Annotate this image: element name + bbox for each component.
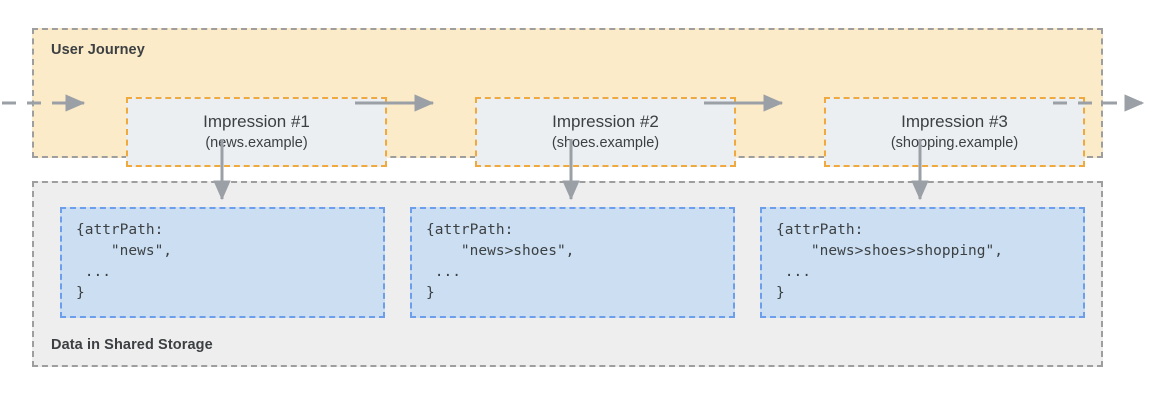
user-journey-label: User Journey [51,42,145,58]
storage-entry-1: {attrPath: "news", ... } [60,207,385,318]
impression-2-domain: (shoes.example) [551,135,660,151]
impression-box-1: Impression #1 (news.example) [126,97,387,167]
impression-1-title: Impression #1 [203,112,310,131]
impression-box-3: Impression #3 (shopping.example) [824,97,1085,167]
impression-1-domain: (news.example) [205,135,308,151]
impression-3-title: Impression #3 [901,112,1008,131]
impression-3-domain: (shopping.example) [890,135,1019,151]
impression-box-2: Impression #2 (shoes.example) [475,97,736,167]
storage-entry-2: {attrPath: "news>shoes", ... } [410,207,735,318]
impression-2-title: Impression #2 [552,112,659,131]
storage-entry-3: {attrPath: "news>shoes>shopping", ... } [760,207,1085,318]
shared-storage-label: Data in Shared Storage [51,337,213,353]
user-journey-region: User Journey Impression #1 (news.example… [32,28,1103,167]
